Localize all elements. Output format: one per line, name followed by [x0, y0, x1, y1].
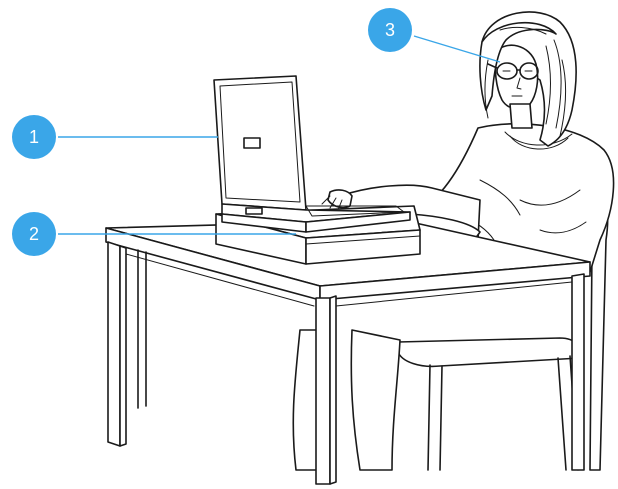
callout-2-number: 2 — [29, 224, 39, 244]
callout-1: 1 — [12, 115, 218, 159]
callout-1-number: 1 — [29, 127, 39, 147]
callout-3-number: 3 — [385, 20, 395, 40]
